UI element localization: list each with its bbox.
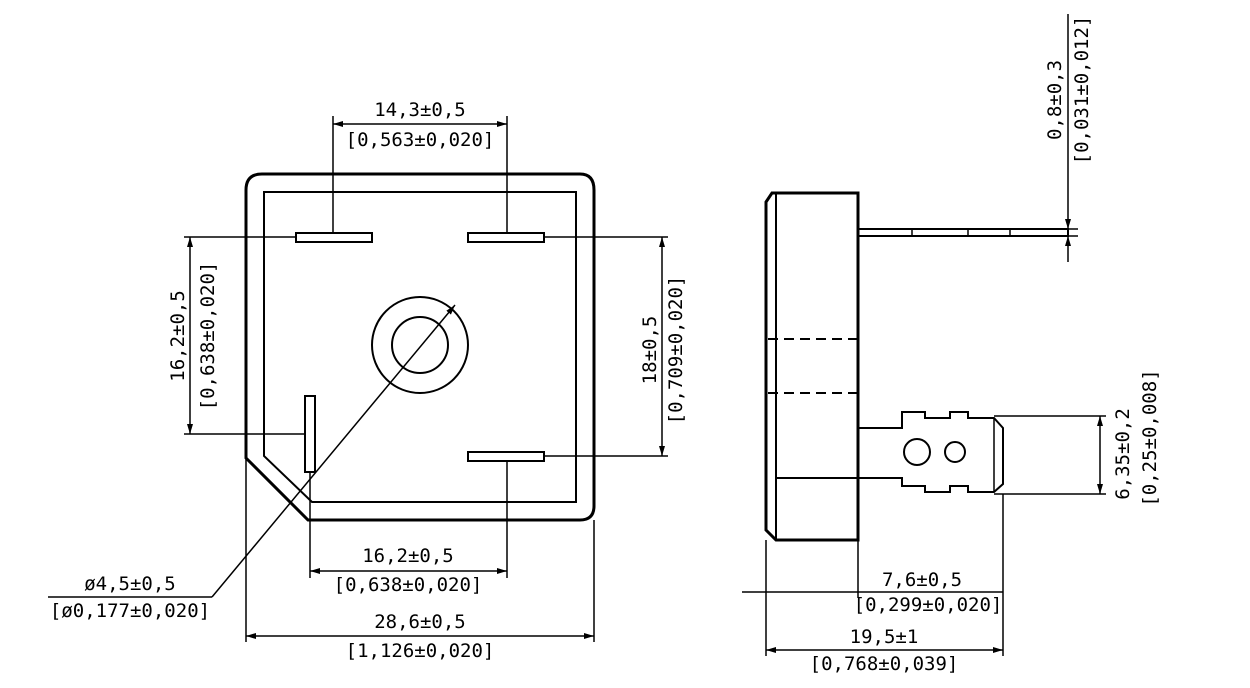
body-outline-outer bbox=[244, 172, 596, 522]
terminal-width-imperial: [0,25±0,008] bbox=[1139, 369, 1161, 506]
pin-bottom-right bbox=[467, 451, 545, 462]
body-width-value: 28,6±0,5 bbox=[374, 611, 466, 633]
left-pin-spacing-imperial: [0,638±0,020] bbox=[197, 262, 219, 411]
terminal-length-imperial: [0,299±0,020] bbox=[854, 594, 1003, 616]
body-outline-inner bbox=[263, 191, 577, 503]
pin-top-left bbox=[295, 232, 373, 243]
side-view: 0,8±0,3 [0,031±0,012] 6,35±0,2 [0,25±0,0… bbox=[742, 14, 1161, 675]
hole-diameter-imperial: [ø0,177±0,020] bbox=[50, 600, 210, 622]
pin-top-right bbox=[467, 232, 545, 243]
right-pin-spacing-imperial: [0,709±0,020] bbox=[665, 276, 687, 425]
side-body-outline bbox=[764, 191, 860, 542]
top-pin-spacing-value: 14,3±0,5 bbox=[374, 99, 466, 121]
hole-diameter-value: ø4,5±0,5 bbox=[84, 573, 176, 595]
front-view: 14,3±0,5 [0,563±0,020] 16,2±0,5 [0,638±0… bbox=[48, 99, 687, 662]
bottom-pin-spacing-imperial: [0,638±0,020] bbox=[334, 574, 483, 596]
left-pin-spacing-value: 16,2±0,5 bbox=[167, 290, 189, 382]
bottom-pin-spacing-value: 16,2±0,5 bbox=[362, 545, 454, 567]
mounting-hole-outer bbox=[371, 296, 469, 394]
overall-length-value: 19,5±1 bbox=[850, 626, 919, 648]
top-pin-spacing-imperial: [0,563±0,020] bbox=[346, 129, 495, 151]
overall-length-imperial: [0,768±0,039] bbox=[810, 653, 959, 675]
right-pin-spacing-value: 18±0,5 bbox=[639, 316, 661, 385]
side-terminal-tab bbox=[858, 411, 1004, 493]
pin-left-vertical bbox=[304, 395, 316, 473]
terminal-thickness-imperial: [0,031±0,012] bbox=[1071, 16, 1093, 165]
body-width-imperial: [1,126±0,020] bbox=[346, 640, 495, 662]
mounting-hole-inner bbox=[391, 316, 449, 374]
terminal-thickness-value: 0,8±0,3 bbox=[1044, 60, 1066, 140]
terminal-length-value: 7,6±0,5 bbox=[882, 569, 962, 591]
side-terminal-top bbox=[858, 228, 1069, 237]
terminal-width-value: 6,35±0,2 bbox=[1112, 408, 1134, 500]
tab-hole-large bbox=[903, 438, 931, 466]
tab-hole-small bbox=[944, 441, 966, 463]
